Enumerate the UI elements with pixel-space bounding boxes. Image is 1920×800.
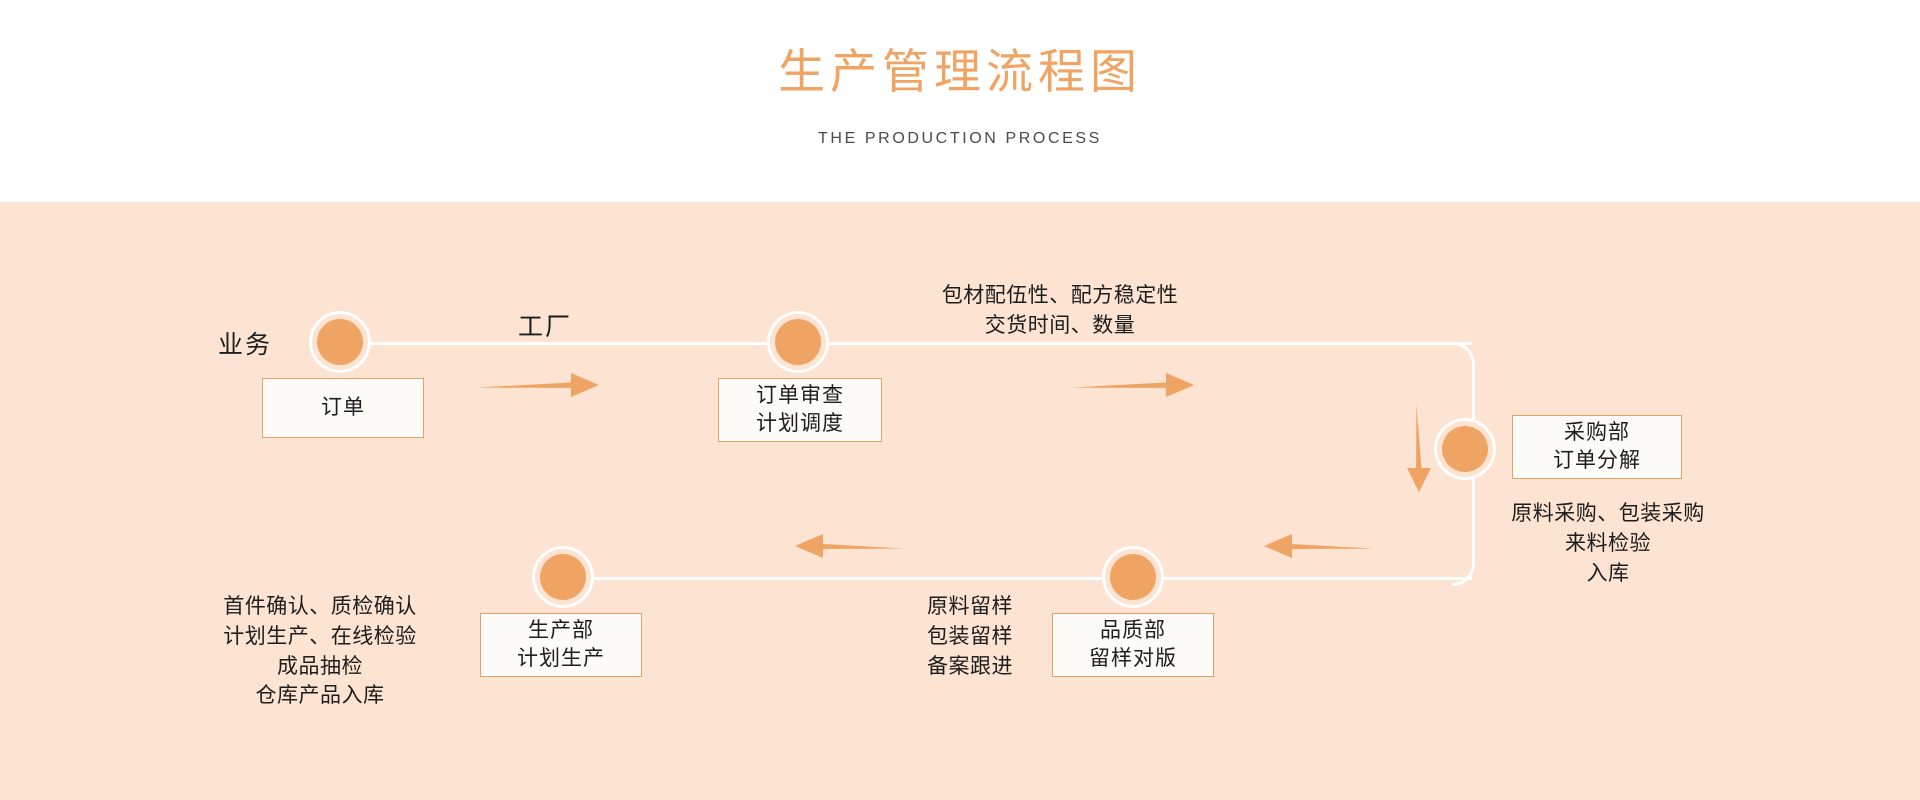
node-order xyxy=(317,319,363,365)
arrow-quality-to-production xyxy=(795,529,905,563)
arrow-review-to-purchasing xyxy=(1070,368,1194,402)
page-header: 生产管理流程图 THE PRODUCTION PROCESS xyxy=(0,0,1920,202)
box-purchasing-line-2: 订单分解 xyxy=(1553,449,1641,472)
box-order-review-line-2: 计划调度 xyxy=(756,412,844,435)
page-subtitle: THE PRODUCTION PROCESS xyxy=(818,130,1102,147)
box-production-line-2: 计划生产 xyxy=(517,647,605,670)
page-title: 生产管理流程图 xyxy=(778,45,1142,98)
connector-bottom-line xyxy=(560,577,1472,580)
box-production-line-1: 生产部 xyxy=(528,619,594,643)
node-production xyxy=(540,554,586,600)
box-quality-line-2: 留样对版 xyxy=(1089,647,1177,670)
annotation-production-tasks: 首件确认、质检确认 计划生产、在线检验 成品抽检 仓库产品入库 xyxy=(223,595,417,708)
node-purchasing xyxy=(1442,426,1488,472)
arrow-order-to-review xyxy=(475,368,599,402)
diagram-band xyxy=(0,202,1920,800)
lane-label-business: 业务 xyxy=(217,331,272,359)
annotation-order-requirements: 包材配伍性、配方稳定性 交货时间、数量 xyxy=(941,284,1179,337)
connector-top-line xyxy=(360,342,1472,345)
box-order-review-line-1: 订单审查 xyxy=(756,384,844,408)
box-purchasing-line-1: 采购部 xyxy=(1564,421,1630,445)
box-production[interactable]: 生产部 计划生产 xyxy=(480,613,642,677)
box-order-review[interactable]: 订单审查 计划调度 xyxy=(718,378,882,442)
box-order[interactable]: 订单 xyxy=(262,378,424,438)
annotation-quality-tasks: 原料留样 包装留样 备案跟进 xyxy=(927,595,1013,678)
box-quality[interactable]: 品质部 留样对版 xyxy=(1052,613,1214,677)
arrow-purchasing-to-quality xyxy=(1264,529,1374,563)
annotation-purchasing-tasks: 原料采购、包装采购 来料检验 入库 xyxy=(1511,502,1705,585)
box-quality-line-1: 品质部 xyxy=(1100,619,1166,643)
box-order-line-1: 订单 xyxy=(321,396,365,420)
arrow-purchasing-down xyxy=(1402,404,1436,492)
node-order-review xyxy=(775,319,821,365)
box-purchasing[interactable]: 采购部 订单分解 xyxy=(1512,415,1682,479)
node-quality xyxy=(1110,554,1156,600)
lane-label-factory: 工厂 xyxy=(517,313,572,341)
